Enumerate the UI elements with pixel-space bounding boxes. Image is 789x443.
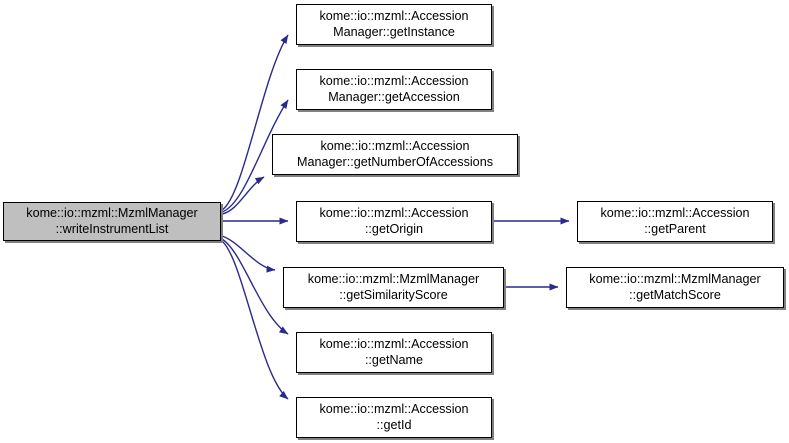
graph-edge-writeInstrumentList-to-getId (221, 240, 289, 400)
graph-node-writeInstrumentList: kome::io::mzml::MzmlManager::writeInstru… (3, 202, 221, 241)
graph-node-getOrigin[interactable]: kome::io::mzml::Accession::getOrigin (296, 201, 492, 242)
graph-edge-writeInstrumentList-to-getNumberOfAccessions (221, 176, 265, 215)
graph-node-getMatchScore[interactable]: kome::io::mzml::MzmlManager::getMatchSco… (566, 267, 784, 308)
node-label-line2: ::getSimilarityScore (339, 287, 448, 302)
node-label-line2: Manager::getNumberOfAccessions (297, 154, 493, 169)
node-label-line1: kome::io::mzml::Accession (600, 206, 750, 220)
node-label-line2: ::getName (364, 352, 424, 367)
graph-edge-writeInstrumentList-to-getName (221, 238, 289, 335)
node-label-line1: kome::io::mzml::Accession (319, 337, 469, 351)
graph-edge-writeInstrumentList-to-getSimilarityScore (221, 235, 276, 273)
node-label-line1: kome::io::mzml::MzmlManager (589, 272, 761, 286)
node-label-line2: ::writeInstrumentList (55, 221, 169, 236)
graph-edge-writeInstrumentList-to-getInstance (221, 34, 289, 211)
node-label-line2: Manager::getInstance (333, 24, 455, 39)
node-label-line1: kome::io::mzml::Accession (319, 402, 469, 416)
node-label-line2: Manager::getAccession (328, 89, 460, 104)
node-label-line1: kome::io::mzml::Accession (319, 74, 469, 88)
graph-node-getName[interactable]: kome::io::mzml::Accession::getName (296, 332, 492, 373)
graph-node-getSimilarityScore[interactable]: kome::io::mzml::MzmlManager::getSimilari… (283, 267, 504, 308)
node-label-line2: ::getParent (644, 221, 706, 236)
node-label-line1: kome::io::mzml::Accession (320, 139, 470, 153)
node-label-line1: kome::io::mzml::MzmlManager (26, 206, 198, 220)
graph-node-getId[interactable]: kome::io::mzml::Accession::getId (296, 397, 492, 438)
node-label-line2: ::getId (376, 417, 412, 432)
node-label-line1: kome::io::mzml::Accession (319, 206, 469, 220)
node-label-line2: ::getMatchScore (629, 287, 721, 302)
node-label-line2: ::getOrigin (364, 221, 424, 236)
node-label-line1: kome::io::mzml::MzmlManager (307, 272, 480, 286)
node-label-line1: kome::io::mzml::Accession (319, 9, 469, 23)
graph-node-getParent[interactable]: kome::io::mzml::Accession::getParent (577, 201, 773, 242)
